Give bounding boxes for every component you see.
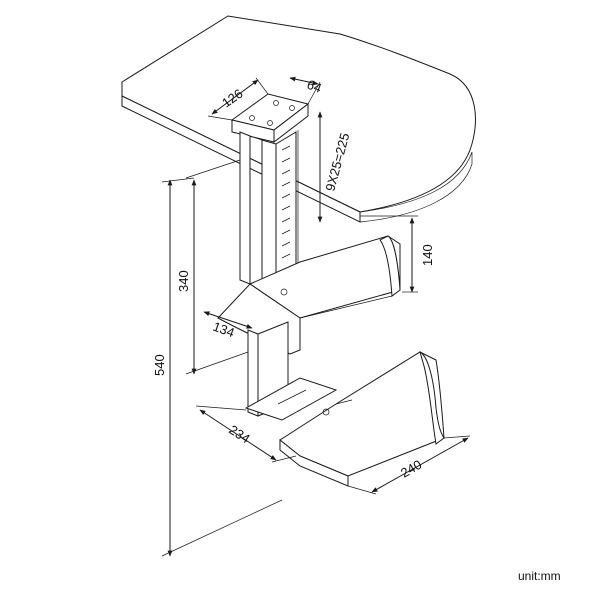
unit-label: unit:mm bbox=[518, 569, 561, 583]
top-mount-plate bbox=[230, 93, 310, 144]
dim-64-label: 64 bbox=[305, 77, 324, 96]
dim-134-label: 134 bbox=[211, 319, 237, 341]
dim-340-label: 340 bbox=[176, 270, 191, 292]
lower-column bbox=[247, 321, 289, 417]
dim-540-label: 540 bbox=[152, 354, 167, 376]
dim-240-label: 240 bbox=[398, 457, 424, 481]
vertical-rail bbox=[239, 130, 299, 295]
dim-140-label: 140 bbox=[420, 244, 435, 266]
dimension-lines bbox=[161, 76, 471, 557]
